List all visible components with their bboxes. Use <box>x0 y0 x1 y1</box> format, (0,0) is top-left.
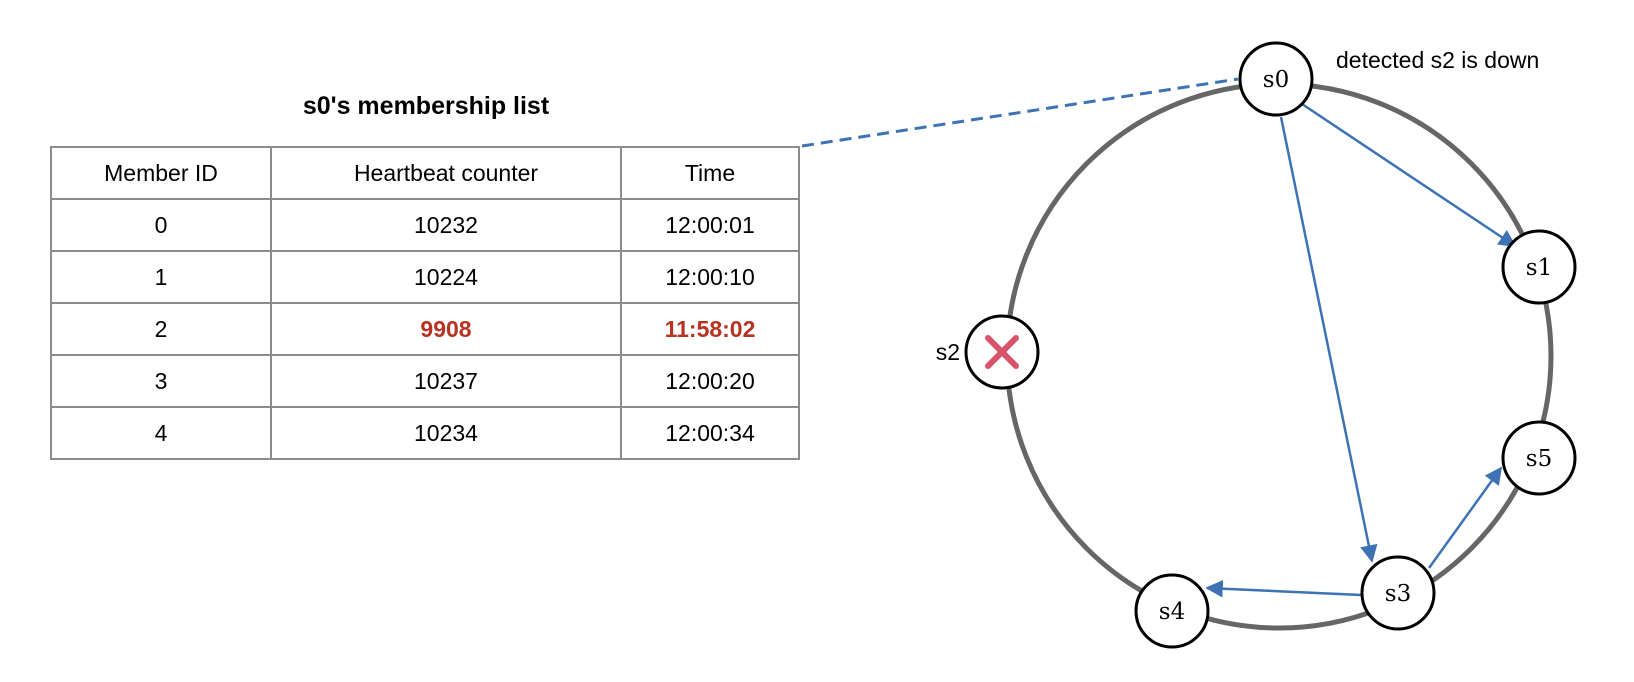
heartbeat-cell: 9908 <box>270 302 622 356</box>
member-id-cell: 4 <box>50 406 272 460</box>
arrow-s3-s4 <box>1205 579 1362 598</box>
heartbeat-cell: 10234 <box>270 406 622 460</box>
time-cell: 12:00:20 <box>620 354 800 408</box>
node-s0: s0 <box>1238 41 1314 117</box>
node-s2-label: s2 <box>936 339 960 365</box>
table-header-row: Member ID Heartbeat counter Time <box>50 146 800 200</box>
table-row: 4 10234 12:00:34 <box>50 406 800 460</box>
header-heartbeat-counter: Heartbeat counter <box>270 146 622 200</box>
heartbeat-cell: 10224 <box>270 250 622 304</box>
member-id-cell: 3 <box>50 354 272 408</box>
node-s5-label: s5 <box>1526 446 1552 472</box>
arrow-s0-s1 <box>1301 102 1517 248</box>
member-id-cell: 2 <box>50 302 272 356</box>
table-row: 0 10232 12:00:01 <box>50 198 800 252</box>
table-row: 3 10237 12:00:20 <box>50 354 800 408</box>
membership-table: Member ID Heartbeat counter Time 0 10232… <box>50 146 800 460</box>
node-s1: s1 <box>1501 229 1577 305</box>
arrow-s3-s5 <box>1427 466 1503 569</box>
heartbeat-cell: 10237 <box>270 354 622 408</box>
arrow-s0-s3 <box>1279 116 1378 563</box>
header-member-id: Member ID <box>50 146 272 200</box>
time-cell: 11:58:02 <box>620 302 800 356</box>
node-s4: s4 <box>1134 573 1210 649</box>
node-s2: s2 <box>936 314 1040 390</box>
node-s3: s3 <box>1360 555 1436 631</box>
time-cell: 12:00:01 <box>620 198 800 252</box>
table-row-down: 2 9908 11:58:02 <box>50 302 800 356</box>
node-s1-label: s1 <box>1526 255 1552 281</box>
detection-annotation: detected s2 is down <box>1336 47 1539 73</box>
node-s4-label: s4 <box>1159 599 1185 625</box>
node-s5: s5 <box>1501 420 1577 496</box>
header-time: Time <box>620 146 800 200</box>
time-cell: 12:00:10 <box>620 250 800 304</box>
node-s3-label: s3 <box>1385 581 1411 607</box>
member-id-cell: 1 <box>50 250 272 304</box>
table-link-line <box>801 77 1239 148</box>
membership-list-title: s0's membership list <box>302 92 550 120</box>
down-x-icon <box>985 335 1019 369</box>
table-row: 1 10224 12:00:10 <box>50 250 800 304</box>
member-id-cell: 0 <box>50 198 272 252</box>
ring-circle <box>1004 81 1554 631</box>
heartbeat-cell: 10232 <box>270 198 622 252</box>
node-s0-label: s0 <box>1263 67 1289 93</box>
time-cell: 12:00:34 <box>620 406 800 460</box>
